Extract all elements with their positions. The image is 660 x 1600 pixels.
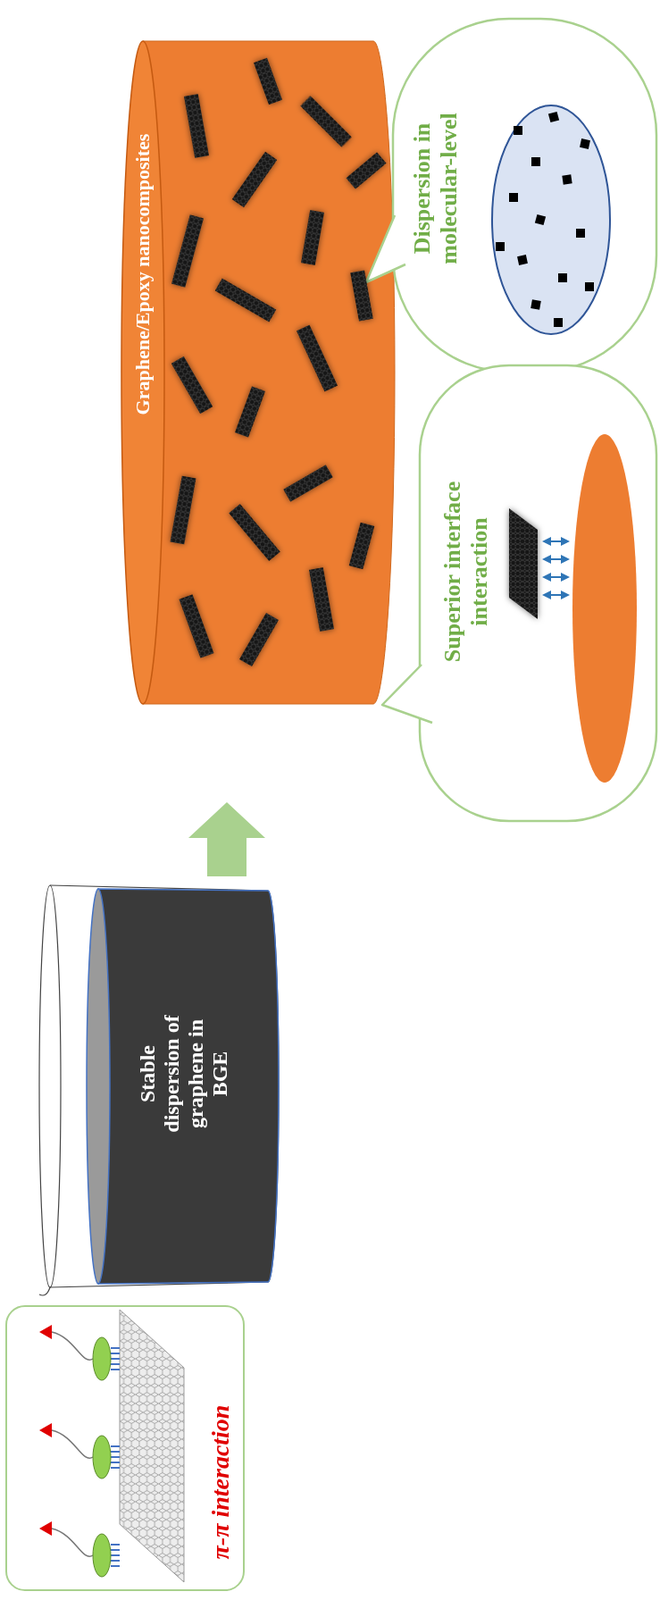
node-label: Stable dispersion of graphene in BGE (135, 1002, 233, 1145)
nanocomposite-cylinder-shape (116, 33, 401, 803)
cylinder-body (142, 41, 395, 704)
beaker-rim (39, 885, 61, 1287)
bubble-tail (382, 664, 433, 723)
callout-bubble: Dispersion in molecular-level (392, 18, 657, 372)
bubble-tail (366, 215, 406, 283)
cylinder-top (121, 41, 165, 704)
node-label: π-π interaction (205, 1374, 236, 1589)
beaker-spout (39, 1286, 51, 1295)
flow-arrow (188, 802, 266, 877)
node-label: Dispersion in molecular-level (409, 85, 463, 292)
bubble-tail (366, 215, 406, 283)
node-label: Superior interface interaction (439, 455, 493, 688)
bubble-tail (382, 664, 433, 723)
beaker-node: Stable dispersion of graphene in BGE (35, 876, 279, 1296)
zoom-box: π-π interaction (5, 1304, 245, 1591)
beaker-glass (50, 885, 279, 1287)
callout-bubble: Superior interface interaction (419, 365, 657, 821)
liquid-surface (86, 888, 110, 1284)
node-label: Graphene/Epoxy nanocomposites (130, 100, 156, 449)
nanocomposite-cylinder: Graphene/Epoxy nanocomposites (116, 33, 401, 803)
bubble-outline (392, 18, 657, 372)
bubble-outline (419, 365, 657, 821)
beaker-liquid (98, 888, 279, 1284)
